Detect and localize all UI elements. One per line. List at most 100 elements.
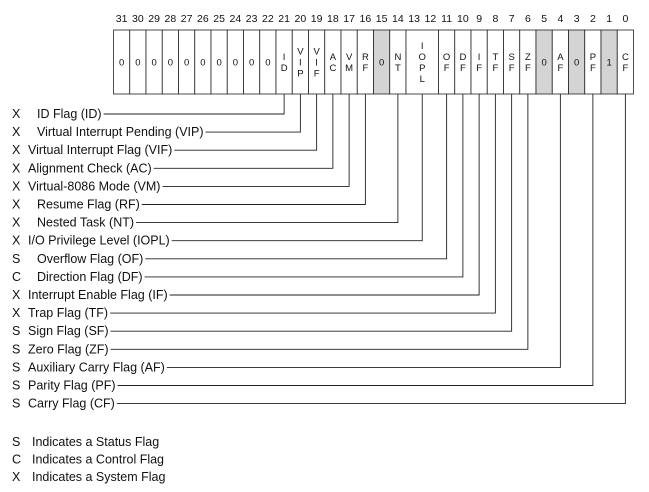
flag-leader-line <box>117 94 594 386</box>
bit-cell-char: N <box>394 52 401 63</box>
bit-cell-char: 0 <box>379 58 384 69</box>
flag-type-key: C <box>12 270 21 284</box>
bit-cell-char: T <box>395 63 401 74</box>
flag-name-label: Alignment Check (AC) <box>28 161 152 175</box>
bit-number-label: 9 <box>476 13 482 25</box>
bit-number-label: 7 <box>509 13 515 25</box>
bit-cell-char: 1 <box>606 58 611 69</box>
flag-leader-line <box>162 94 350 187</box>
bit-cell-char: M <box>345 63 353 74</box>
flag-leader-lines <box>103 94 626 405</box>
bit-cell-char: P <box>297 69 303 80</box>
bit-cell-char: S <box>508 52 514 63</box>
flag-leader-line <box>141 94 366 205</box>
bit-number-label: 30 <box>132 13 144 25</box>
bit-cell-char: I <box>315 58 318 69</box>
flag-name-label: Virtual-8086 Mode (VM) <box>28 179 160 193</box>
flag-leader-line <box>136 94 399 224</box>
bit-cell-char: F <box>314 69 320 80</box>
legend-text: Indicates a System Flag <box>32 470 165 484</box>
bit-number-label: 27 <box>181 13 193 25</box>
legend-key: X <box>12 470 21 484</box>
bit-number-label: 13 <box>408 13 420 25</box>
flag-type-key: X <box>12 125 21 139</box>
flag-type-key: X <box>12 179 21 193</box>
flag-leader-line <box>110 94 496 314</box>
bit-number-label: 1 <box>606 13 612 25</box>
flag-type-key: S <box>12 379 20 393</box>
bit-cell-char: P <box>419 63 425 74</box>
bit-cell-char: 0 <box>233 58 238 69</box>
bit-cell-char: A <box>330 52 337 63</box>
bit-cell-char: F <box>509 63 515 74</box>
bit-cell-char: I <box>299 58 302 69</box>
flag-type-key: X <box>12 198 21 212</box>
bit-cell-char: D <box>459 52 466 63</box>
bit-cell-char: V <box>346 52 353 63</box>
flag-leader-line <box>110 94 529 350</box>
flag-leader-line <box>116 94 626 405</box>
flag-leader-line <box>205 94 301 133</box>
flag-type-key: X <box>12 234 21 248</box>
bit-number-label: 4 <box>557 13 563 25</box>
bit-cell-char: F <box>460 63 466 74</box>
bit-cell-char: 0 <box>168 58 173 69</box>
bit-number-label: 15 <box>376 13 388 25</box>
flag-type-key: S <box>12 397 20 411</box>
flag-type-key: X <box>12 143 21 157</box>
flag-name-label: Sign Flag (SF) <box>28 324 109 338</box>
bit-cell-char: R <box>362 52 369 63</box>
bit-number-label: 8 <box>492 13 498 25</box>
flag-name-label: Nested Task (NT) <box>37 216 134 230</box>
bit-cell-char: F <box>476 63 482 74</box>
flag-name-label: Overflow Flag (OF) <box>37 252 143 266</box>
bit-cell-char: I <box>478 52 481 63</box>
flag-name-label: Interrupt Enable Flag (IF) <box>28 288 168 302</box>
bit-cell-char: F <box>492 63 498 74</box>
flag-type-key: X <box>12 306 21 320</box>
bit-cell-char: L <box>420 74 425 85</box>
bit-cell-char: D <box>281 63 288 74</box>
bit-number-label: 19 <box>311 13 323 25</box>
bit-cell-char: 0 <box>265 58 270 69</box>
flag-leader-line <box>145 94 448 260</box>
bit-cell-char: F <box>444 63 450 74</box>
bit-cell-char: 0 <box>184 58 189 69</box>
flag-type-key: S <box>12 252 20 266</box>
bit-cell-char: F <box>557 63 563 74</box>
flag-name-label: I/O Privilege Level (IOPL) <box>28 234 170 248</box>
bit-number-label: 12 <box>425 13 437 25</box>
bit-cell-char: C <box>329 63 336 74</box>
bit-number-label: 22 <box>262 13 274 25</box>
bit-cell-char: O <box>443 52 450 63</box>
bit-cell-char: V <box>313 47 320 58</box>
flag-type-key: S <box>12 342 20 356</box>
bit-cell-char: I <box>421 41 424 52</box>
flag-type-key: S <box>12 360 20 374</box>
bit-number-label: 3 <box>574 13 580 25</box>
flag-leader-line <box>169 94 480 296</box>
flag-leader-line <box>166 94 561 368</box>
flag-leader-line <box>174 94 318 151</box>
bit-number-label: 24 <box>230 13 242 25</box>
legend-text: Indicates a Control Flag <box>32 452 164 466</box>
bit-number-label: 2 <box>590 13 596 25</box>
bit-cell-char: 0 <box>119 58 124 69</box>
bit-cell-char: O <box>419 52 426 63</box>
bit-cell-char: 0 <box>200 58 205 69</box>
flag-type-key: X <box>12 107 21 121</box>
flag-name-label: Virtual Interrupt Pending (VIP) <box>37 125 204 139</box>
bit-cell-char: T <box>492 52 498 63</box>
bit-cell-char: F <box>362 63 368 74</box>
flag-name-label: Parity Flag (PF) <box>28 379 116 393</box>
bit-number-label: 5 <box>541 13 547 25</box>
flag-type-key: S <box>12 324 20 338</box>
legend-key: C <box>12 452 21 466</box>
bit-number-label: 20 <box>295 13 307 25</box>
bit-number-label: 28 <box>165 13 177 25</box>
